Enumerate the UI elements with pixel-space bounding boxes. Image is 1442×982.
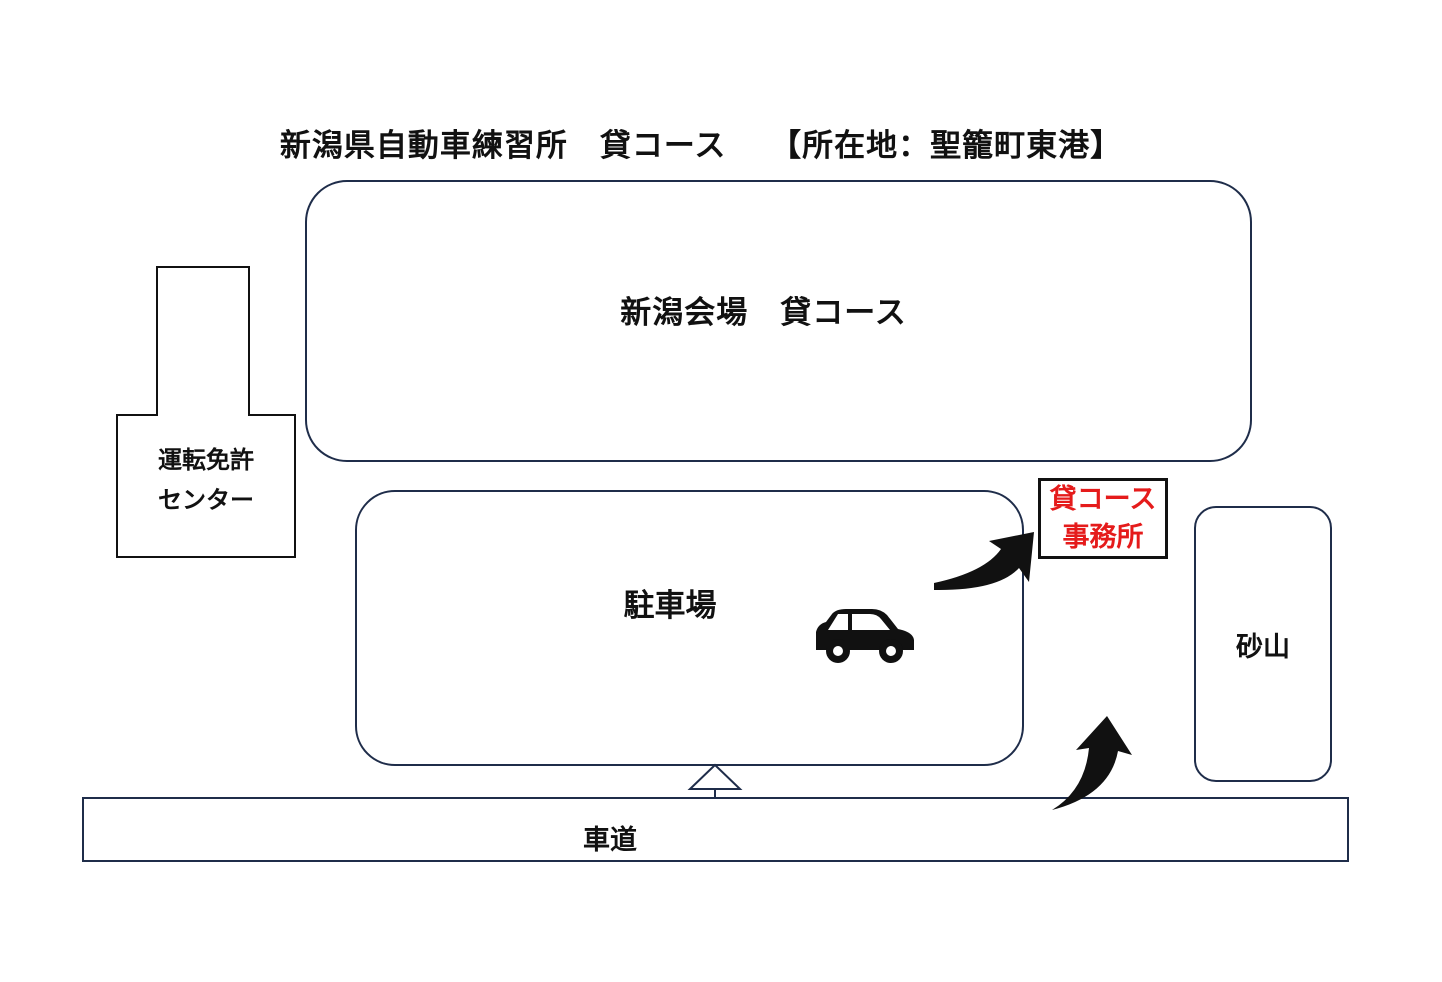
map-title: 新潟県自動車練習所 貸コース 【所在地：聖籠町東港】: [279, 128, 1123, 164]
license-center-label-line1: 運転免許: [158, 446, 254, 474]
venue-label: 新潟会場 貸コース: [620, 294, 907, 331]
entrance-triangle-icon: [687, 763, 743, 798]
office-label-line2: 事務所: [1062, 521, 1144, 553]
road-label: 車道: [583, 825, 637, 856]
license-center-label: 運転免許 センター: [117, 440, 295, 520]
license-center-label-line2: センター: [158, 486, 254, 514]
rental-course-office: 貸コース 事務所: [1038, 478, 1168, 559]
sand-hill-area: 砂山: [1194, 506, 1332, 782]
parking-label: 駐車場: [623, 588, 717, 624]
car-icon: [816, 609, 914, 663]
curved-arrow-icon: [934, 532, 1034, 591]
curved-arrow-icon: [1052, 716, 1132, 810]
office-label-line1: 貸コース: [1049, 483, 1157, 515]
venue-course-area: 新潟会場 貸コース: [305, 180, 1252, 462]
sand-hill-label: 砂山: [1236, 631, 1290, 663]
parking-area: [355, 490, 1024, 766]
